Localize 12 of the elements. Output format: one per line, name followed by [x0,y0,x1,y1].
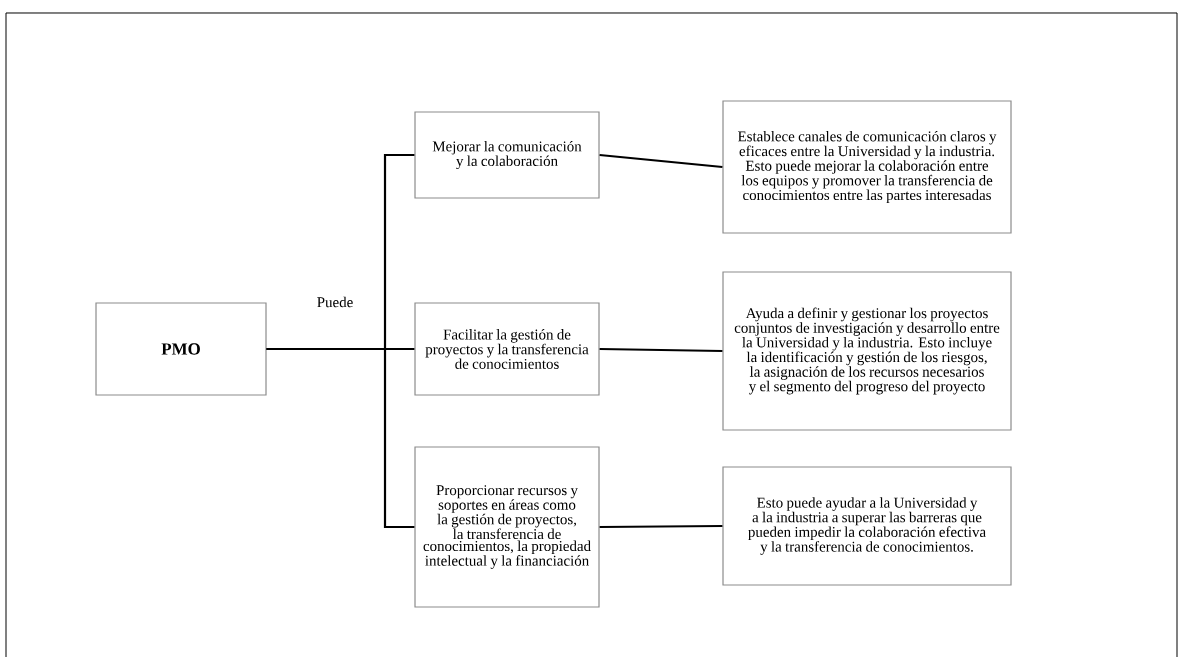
process-box: PMO [95,302,267,396]
connector-line [599,524,723,529]
connector-line [599,153,723,169]
process-box: Proporcionar recursos y soportes en áreas como la gestión de proyectos, la transferencia de conocimientos, la propiedad intelectual y la financiación [414,446,600,608]
process-box: Establece canales de comunicación claros y eficaces entre la Universidad y la industria. Esto puede mejorar la colaboración entre los equipos y promover la transferencia de conocimientos entre las partes interesadas [722,100,1012,234]
process-box: Ayuda a definir y gestionar los proyectos conjuntos de investigación y desarrollo entre la Universidad y la industria. Esto incluye la identificación y gestión de los riesgos, la asignación de los recursos necesarios y el segmento del progreso del proyecto [722,271,1012,431]
edge-label: Puede [315,295,355,309]
connector-line [266,347,415,529]
process-box: Mejorar la comunicación y la colaboración [414,111,600,199]
process-box: Esto puede ayudar a la Universidad y a la industria a superar las barreras que pueden impedir la colaboración efectiva y la transferencia de conocimientos. [722,466,1012,586]
process-box: Facilitar la gestión de proyectos y la transferencia de conocimientos [414,302,600,396]
connector-line [599,347,723,353]
